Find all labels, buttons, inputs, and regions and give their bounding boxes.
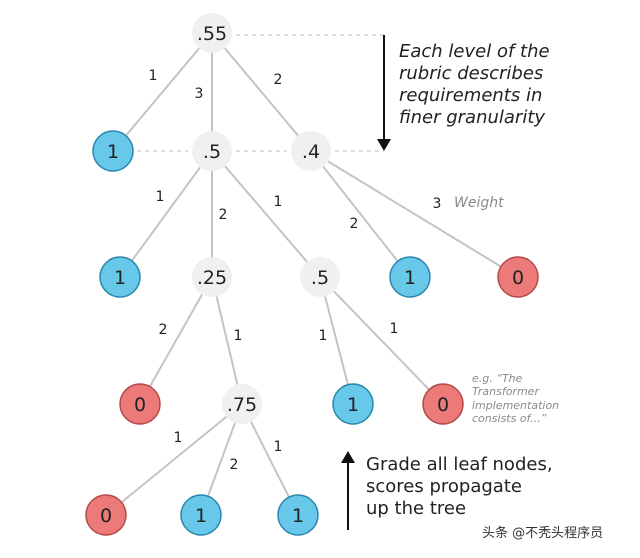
node-l2-leaf-c: 0 bbox=[497, 256, 539, 298]
propagation-note: Grade all leaf nodes, scores propagate u… bbox=[366, 454, 553, 520]
edge-l3-mid-to-l4-leaf-c bbox=[250, 421, 290, 498]
edge-weight-l2-mid-to-l3-mid: 1 bbox=[234, 328, 243, 344]
node-l4-leaf-b: 1 bbox=[180, 494, 222, 536]
edge-weight-root-to-l1-leaf: 1 bbox=[149, 68, 158, 84]
down-arrow-head-icon bbox=[377, 139, 391, 151]
node-root: .55 bbox=[192, 13, 232, 53]
node-l2-mid: .25 bbox=[192, 257, 232, 297]
edge-weight-l1-mid-to-l2-mid-b: 1 bbox=[274, 194, 283, 210]
node-l4-leaf-a: 0 bbox=[85, 494, 127, 536]
edge-root-to-l1-leaf bbox=[125, 47, 200, 137]
pass-leaf-circle bbox=[332, 383, 374, 425]
tree-nodes: .55 1 .5 .4 1 .25 .5 1 0 0 .75 1 0 0 1 1 bbox=[85, 13, 539, 536]
node-label: .4 bbox=[302, 141, 320, 163]
edge-l2-mid-to-l3-leaf-a bbox=[148, 293, 204, 388]
pass-leaf-circle bbox=[389, 256, 431, 298]
edge-weight-l1-right-to-l2-leaf-b: 2 bbox=[350, 216, 359, 232]
edge-weight-root-to-l1-right: 2 bbox=[274, 72, 283, 88]
pass-leaf-circle bbox=[180, 494, 222, 536]
score-node-circle bbox=[222, 384, 262, 424]
fail-leaf-circle bbox=[497, 256, 539, 298]
edge-weight-l1-mid-to-l2-leaf-a: 1 bbox=[156, 189, 165, 205]
node-label: 1 bbox=[107, 141, 119, 163]
node-label: 0 bbox=[512, 267, 524, 289]
score-node-circle bbox=[300, 257, 340, 297]
edge-weight-l1-mid-to-l2-mid: 2 bbox=[219, 207, 228, 223]
score-node-circle bbox=[291, 131, 331, 171]
edge-weight-l1-right-to-l2-leaf-c: 3 bbox=[433, 196, 442, 212]
edge-l3-mid-to-l4-leaf-b bbox=[206, 422, 237, 497]
score-node-circle bbox=[192, 131, 232, 171]
edge-weight-l2-mid-to-l3-leaf-a: 2 bbox=[159, 322, 168, 338]
node-l1-right: .4 bbox=[291, 131, 331, 171]
tree-edges bbox=[120, 47, 502, 504]
node-label: 1 bbox=[195, 505, 207, 527]
leaf-example-note: e.g. “The Transformer implementation con… bbox=[472, 372, 560, 426]
pass-leaf-circle bbox=[99, 256, 141, 298]
node-label: .75 bbox=[227, 394, 257, 416]
edge-l1-right-to-l2-leaf-b bbox=[322, 166, 399, 262]
fail-leaf-circle bbox=[85, 494, 127, 536]
up-arrow-head-icon bbox=[341, 451, 355, 463]
fail-leaf-circle bbox=[422, 383, 464, 425]
pass-leaf-circle bbox=[277, 494, 319, 536]
edge-weight-root-to-l1-mid: 3 bbox=[195, 86, 204, 102]
node-l3-leaf-c: 0 bbox=[422, 383, 464, 425]
edge-l2-mid-to-l3-mid bbox=[215, 296, 239, 385]
node-label: 1 bbox=[292, 505, 304, 527]
watermark: 头条 @不秃头程序员 bbox=[482, 526, 604, 541]
node-label: 0 bbox=[100, 505, 112, 527]
node-label: .55 bbox=[197, 23, 227, 45]
node-l3-leaf-b: 1 bbox=[332, 383, 374, 425]
node-l3-leaf-a: 0 bbox=[119, 383, 161, 425]
weight-legend-label: Weight bbox=[454, 195, 504, 211]
edge-weight-l2-mid-b-to-l3-leaf-c: 1 bbox=[390, 321, 399, 337]
edge-weight-labels: 1 3 2 1 2 1 2 3 2 1 1 1 1 2 1 bbox=[149, 68, 442, 473]
edge-root-to-l1-right bbox=[224, 47, 299, 137]
score-node-circle bbox=[192, 13, 232, 53]
node-label: .25 bbox=[197, 267, 227, 289]
edge-weight-l2-mid-b-to-l3-leaf-b: 1 bbox=[319, 328, 328, 344]
pass-leaf-circle bbox=[92, 130, 134, 172]
node-label: 1 bbox=[404, 267, 416, 289]
node-l2-mid-b: .5 bbox=[300, 257, 340, 297]
guide-lines bbox=[137, 34, 391, 530]
edge-l1-mid-to-l2-mid-b bbox=[224, 165, 308, 263]
fail-leaf-circle bbox=[119, 383, 161, 425]
node-l1-leaf: 1 bbox=[92, 130, 134, 172]
edge-weight-l3-mid-to-l4-leaf-b: 2 bbox=[230, 457, 239, 473]
edge-l3-mid-to-l4-leaf-a bbox=[120, 415, 228, 504]
score-node-circle bbox=[192, 257, 232, 297]
node-l1-mid: .5 bbox=[192, 131, 232, 171]
node-label: .5 bbox=[311, 267, 329, 289]
node-l2-leaf-b: 1 bbox=[389, 256, 431, 298]
edge-l1-right-to-l2-leaf-c bbox=[327, 160, 502, 268]
node-label: .5 bbox=[203, 141, 221, 163]
node-l3-mid: .75 bbox=[222, 384, 262, 424]
node-l2-leaf-a: 1 bbox=[99, 256, 141, 298]
node-label: 1 bbox=[347, 394, 359, 416]
edge-l2-mid-b-to-l3-leaf-c bbox=[333, 290, 430, 391]
edge-l1-mid-to-l2-leaf-a bbox=[130, 166, 202, 262]
granularity-note: Each level of the rubric describes requi… bbox=[399, 41, 550, 129]
edge-weight-l3-mid-to-l4-leaf-c: 1 bbox=[274, 439, 283, 455]
node-label: 0 bbox=[437, 394, 449, 416]
node-l4-leaf-c: 1 bbox=[277, 494, 319, 536]
node-label: 0 bbox=[134, 394, 146, 416]
node-label: 1 bbox=[114, 267, 126, 289]
edge-l2-mid-b-to-l3-leaf-b bbox=[324, 296, 349, 385]
edge-weight-l3-mid-to-l4-leaf-a: 1 bbox=[174, 430, 183, 446]
